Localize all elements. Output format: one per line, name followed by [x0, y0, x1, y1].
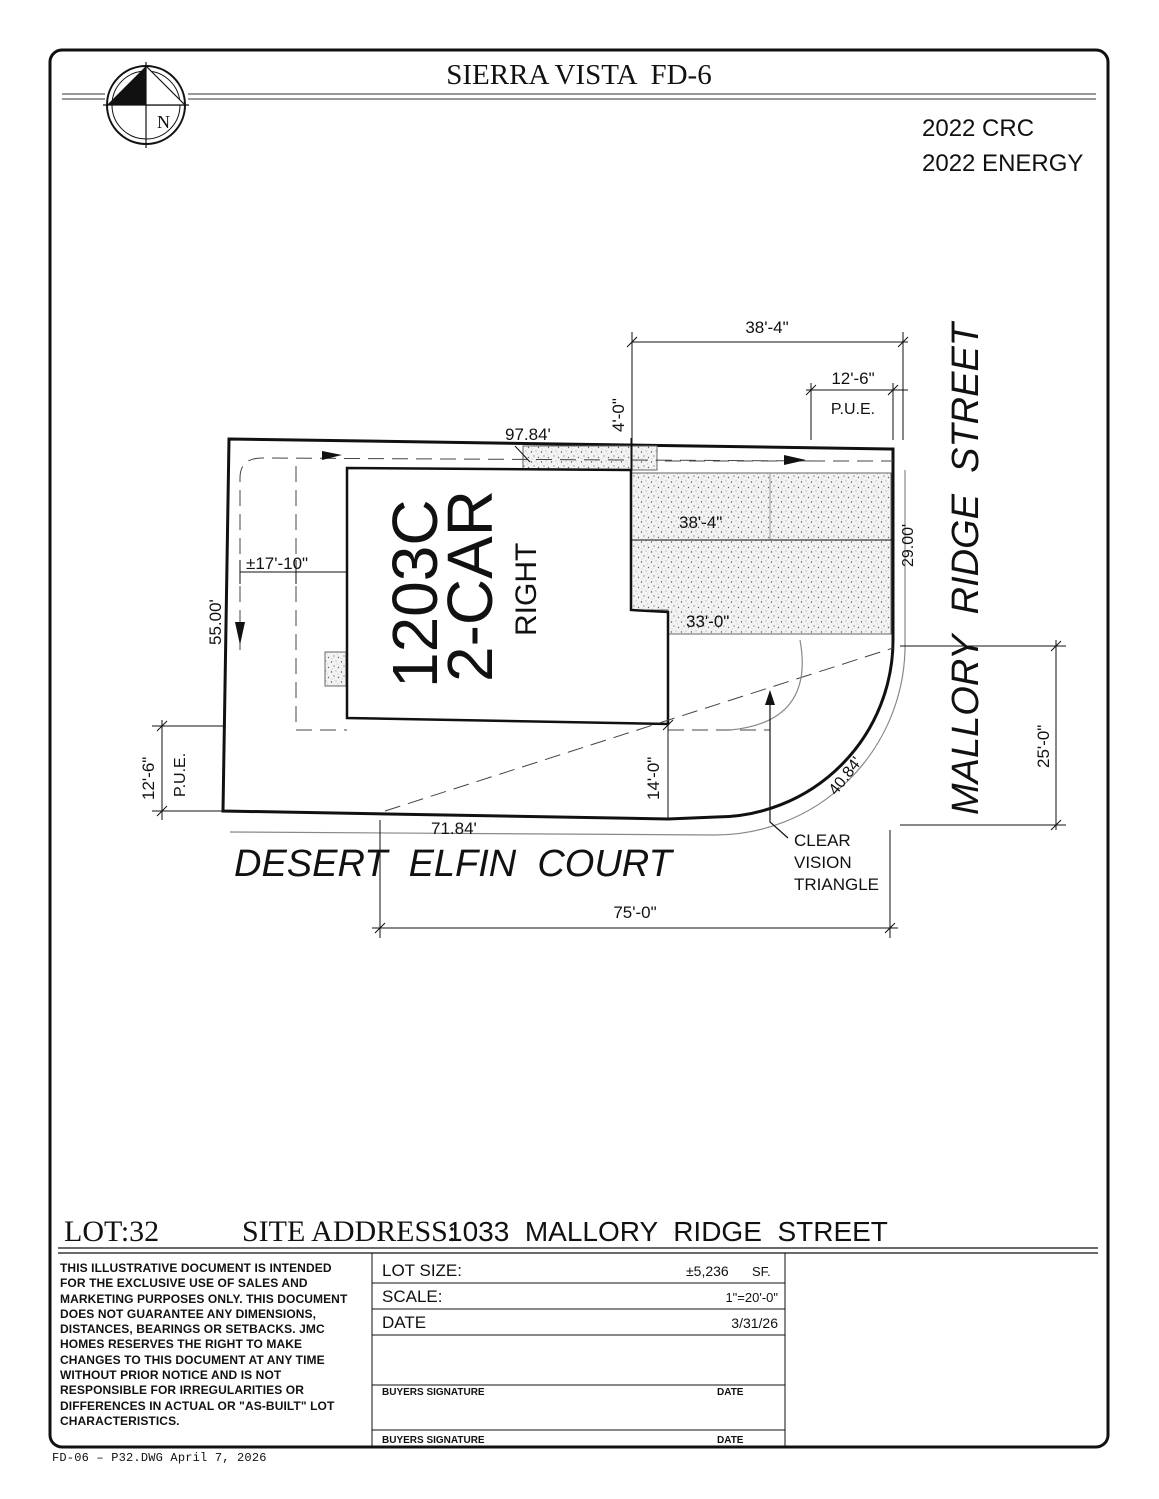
dim-side-setback — [239, 560, 347, 584]
dim-bottom-overall — [372, 820, 898, 938]
dim-top-pue — [805, 383, 908, 440]
dim-corner-right — [900, 640, 1066, 831]
dim-garage-depth-label: 33'-0" — [686, 612, 729, 631]
plan-garage: 2-CAR — [434, 490, 506, 682]
curb-line — [229, 470, 906, 836]
buyers-date-2: DATE — [717, 1435, 744, 1446]
north-label: N — [157, 112, 170, 132]
lot-boundary — [221, 437, 895, 821]
street-south: DESERT ELFIN COURT — [234, 843, 675, 885]
lot-size-unit: SF. — [752, 1264, 771, 1279]
lot-size-value: ±5,236 — [686, 1263, 729, 1279]
scale-label: SCALE: — [382, 1287, 442, 1306]
dim-left-pue-label: 12'-6" — [139, 757, 158, 800]
drawing-reference: FD-06 – P32.DWG April 7, 2026 — [52, 1451, 267, 1465]
dim-north-line-label: 97.84' — [505, 425, 551, 444]
driveway-return — [729, 639, 803, 731]
clear-vision-leader — [765, 690, 789, 839]
date-label: DATE — [382, 1313, 426, 1332]
plan-model: 1203C — [379, 499, 451, 688]
dim-west-line-label: 55.00' — [206, 599, 225, 645]
site-address-prefix: SITE ADDRESS: — [242, 1215, 456, 1248]
north-line-tick — [514, 445, 531, 463]
north-arrow-icon: N — [103, 62, 189, 148]
info-table — [371, 1253, 786, 1446]
dim-corner-right-label: 25'-0" — [1034, 725, 1053, 768]
dim-left-pue — [152, 720, 223, 820]
arrow-down-icon — [235, 622, 245, 645]
dim-top-overall — [626, 332, 909, 470]
dim-bottom-overall-label: 75'-0" — [613, 903, 656, 922]
lot-size-label: LOT SIZE: — [382, 1261, 462, 1280]
clear-vision-line-1: CLEAR — [794, 831, 851, 850]
dim-top-pue-text: P.U.E. — [831, 401, 875, 418]
scale-value: 1"=20'-0" — [725, 1290, 778, 1305]
setback-lines — [239, 457, 894, 812]
arrow-top-right-icon — [784, 455, 806, 465]
sheet-border — [48, 48, 1110, 1449]
disclaimer-text: THIS ILLUSTRATIVE DOCUMENT IS INTENDED F… — [60, 1261, 348, 1428]
plan-orientation: RIGHT — [510, 543, 543, 636]
clear-vision-line-3: TRIANGLE — [794, 875, 879, 894]
dim-front-setback — [662, 719, 674, 819]
street-east: MALLORY RIDGE STREET — [945, 320, 987, 815]
title-block: SIERRA VISTA FD-6 — [62, 59, 1096, 100]
dim-side-setback-label: ±17'-10" — [246, 554, 308, 573]
date-value: 3/31/26 — [731, 1315, 778, 1331]
buyers-signature-2: BUYERS SIGNATURE — [382, 1435, 485, 1446]
site-address: 1033 MALLORY RIDGE STREET — [447, 1216, 888, 1247]
code-energy: 2022 ENERGY — [922, 150, 1083, 177]
lot-number: LOT:32 — [64, 1215, 159, 1248]
code-crc: 2022 CRC — [922, 115, 1034, 142]
dim-top-pue-label: 12'-6" — [831, 369, 874, 388]
buyers-signature-1: BUYERS SIGNATURE — [382, 1387, 485, 1398]
buyers-date-1: DATE — [717, 1387, 744, 1398]
arrow-top-left-icon — [322, 451, 342, 460]
dim-south-line-label: 71.84' — [431, 819, 477, 838]
dim-east-line-label: 29.00' — [900, 524, 917, 567]
dim-top-setback-label: 4'-0" — [609, 398, 628, 432]
dim-top-overall-label: 38'-4" — [745, 318, 788, 337]
dim-driveway-width-label: 38'-4" — [679, 513, 722, 532]
dim-left-pue-text: P.U.E. — [172, 753, 189, 797]
clear-vision-line-2: VISION — [794, 853, 852, 872]
dim-front-setback-label: 14'-0" — [644, 757, 663, 800]
page-title: SIERRA VISTA FD-6 — [446, 59, 711, 91]
